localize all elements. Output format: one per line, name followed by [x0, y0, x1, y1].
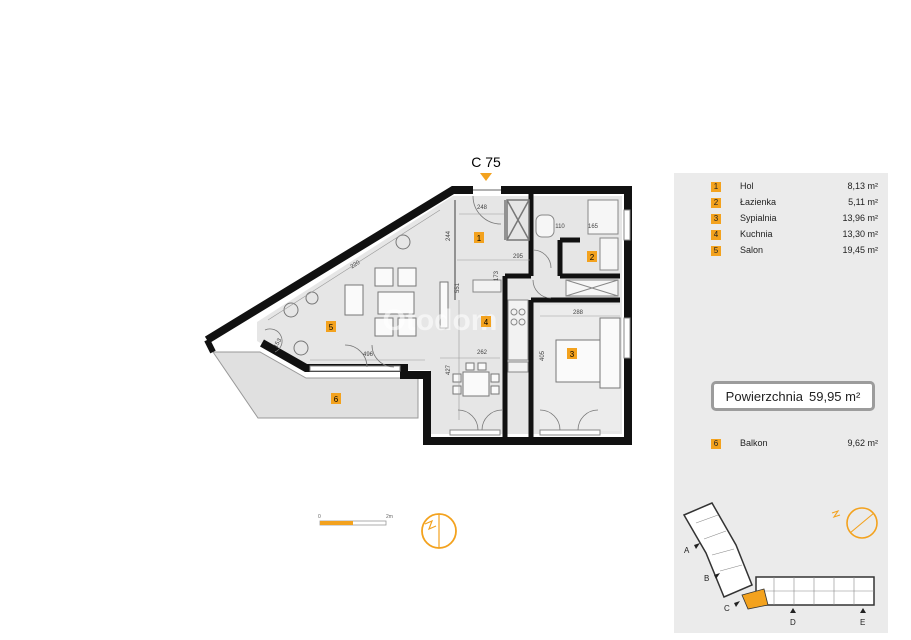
svg-text:A: A	[684, 546, 690, 555]
windows	[309, 209, 631, 436]
svg-text:427: 427	[446, 364, 452, 375]
svg-text:E: E	[860, 618, 865, 627]
bathroom-fixtures	[535, 199, 619, 297]
svg-text:0: 0	[318, 514, 321, 520]
svg-text:244: 244	[446, 230, 452, 241]
bed	[555, 317, 621, 389]
compass-icon	[421, 513, 457, 549]
room-label-2: 2	[590, 253, 595, 262]
svg-text:248: 248	[477, 205, 488, 211]
key-compass-icon	[831, 507, 878, 539]
svg-text:C: C	[724, 604, 730, 613]
room-label-3: 3	[570, 350, 575, 359]
svg-text:288: 288	[573, 310, 584, 316]
building-key-plan: A B C D E	[682, 502, 878, 627]
room-label-4: 4	[484, 318, 489, 327]
dimension-labels: 248 244 295 220 288 496 262 427 405 551 …	[273, 205, 599, 375]
dining-table	[452, 362, 500, 397]
balcony-edge	[204, 338, 216, 354]
living-furniture	[344, 267, 449, 337]
unit-code: C 75	[471, 154, 501, 170]
room-badges: 1 2 3 4 5 6	[326, 232, 597, 404]
door-swings	[264, 195, 599, 431]
svg-text:2m: 2m	[386, 514, 393, 520]
svg-text:B: B	[704, 574, 709, 583]
svg-text:D: D	[790, 618, 796, 627]
svg-text:405: 405	[540, 350, 546, 361]
selected-unit-highlight	[741, 588, 769, 610]
svg-text:165: 165	[588, 224, 599, 230]
svg-text:295: 295	[513, 254, 524, 260]
entrance-marker-icon	[480, 173, 492, 181]
svg-text:110: 110	[555, 224, 565, 230]
svg-text:220: 220	[350, 260, 362, 271]
total-area-label: Powierzchnia	[725, 388, 803, 404]
room-label-5: 5	[329, 323, 334, 332]
svg-text:551: 551	[455, 282, 461, 293]
room-label-6: 6	[334, 395, 339, 404]
total-area-value: 59,95 m²	[809, 388, 861, 404]
svg-text:153: 153	[273, 337, 284, 349]
kitchen-counter	[472, 279, 529, 373]
scale-bar: 0 2m	[318, 514, 393, 526]
svg-text:173: 173	[494, 270, 500, 281]
svg-text:496: 496	[363, 352, 374, 358]
svg-text:262: 262	[477, 350, 488, 356]
watermark: Otodom	[383, 304, 498, 337]
interior-walls	[502, 192, 620, 438]
total-area-box: Powierzchnia 59,95 m²	[711, 381, 875, 411]
room-label-1: 1	[477, 234, 482, 243]
